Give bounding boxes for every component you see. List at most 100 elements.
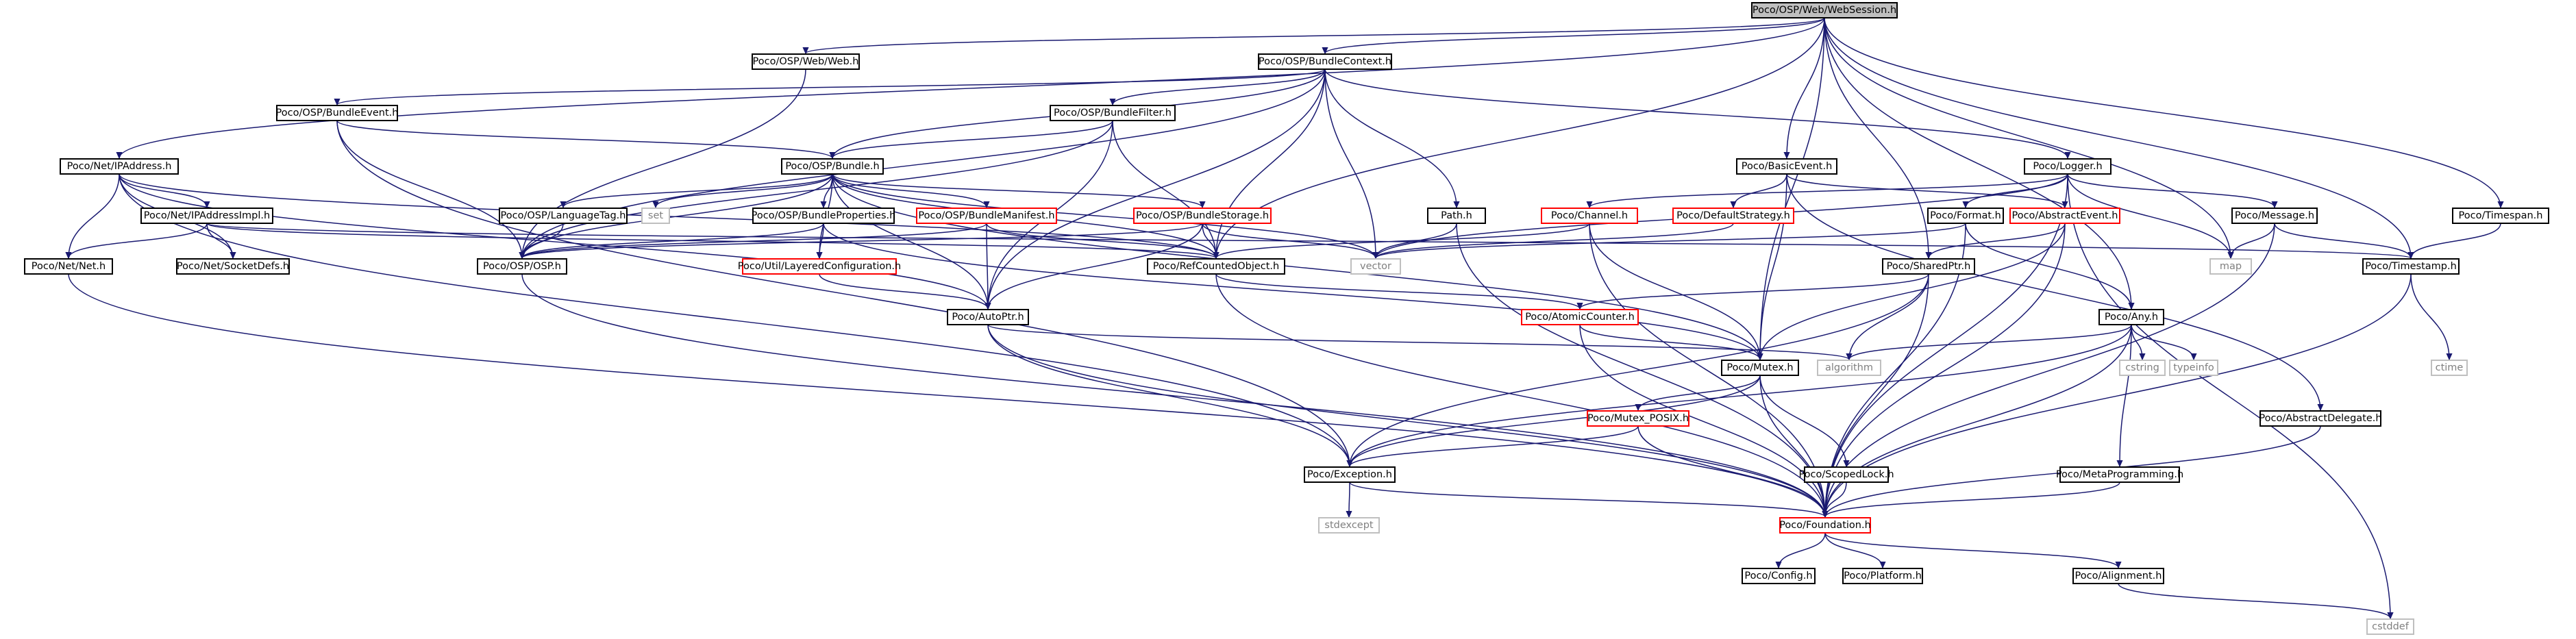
- node-poco-abstractdelegate-h[interactable]: Poco/AbstractDelegate.h: [2259, 410, 2382, 427]
- edge-n2-n18: [1324, 68, 1457, 208]
- node-poco-message-h[interactable]: Poco/Message.h: [2231, 208, 2318, 224]
- edge-n4-n24: [522, 120, 1113, 258]
- node-poco-sharedptr-h[interactable]: Poco/SharedPtr.h: [1882, 258, 1975, 275]
- node-label: Poco/Channel.h: [1551, 210, 1628, 221]
- edge-n0-n1: [806, 17, 1825, 53]
- node-poco-osp-osp-h[interactable]: Poco/OSP/OSP.h: [477, 258, 567, 275]
- edge-n8-n23: [2067, 173, 2275, 208]
- node-poco-abstractevent-h[interactable]: Poco/AbstractEvent.h: [2009, 208, 2120, 224]
- node-stdexcept[interactable]: stdexcept: [1318, 517, 1380, 534]
- node-poco-scopedlock-h[interactable]: Poco/ScopedLock.h: [1798, 466, 1894, 483]
- edge-n19-n26: [1216, 223, 1590, 258]
- node-label: Poco/Alignment.h: [2075, 571, 2162, 581]
- node-poco-platform-h[interactable]: Poco/Platform.h: [1842, 568, 1923, 584]
- node-poco-format-h[interactable]: Poco/Format.h: [1927, 208, 2004, 224]
- node-label: Poco/Exception.h: [1307, 469, 1392, 480]
- node-set[interactable]: set: [641, 208, 670, 224]
- edge-n6-n31: [832, 173, 988, 309]
- edge-n6-n17: [832, 173, 1202, 208]
- node-poco-timespan-h[interactable]: Poco/Timespan.h: [2452, 208, 2549, 224]
- node-box: [641, 208, 670, 224]
- node-ctime[interactable]: ctime: [2431, 360, 2468, 376]
- node-poco-atomiccounter-h[interactable]: Poco/AtomicCounter.h: [1521, 309, 1639, 325]
- node-box: [1742, 568, 1816, 584]
- node-map[interactable]: map: [2209, 258, 2252, 275]
- edge-n6-n13: [563, 173, 833, 208]
- node-poco-defaultstrategy-h[interactable]: Poco/DefaultStrategy.h: [1672, 208, 1794, 224]
- edge-n7-n21: [1786, 173, 2065, 208]
- node-poco-alignment-h[interactable]: Poco/Alignment.h: [2072, 568, 2164, 584]
- node-label: Poco/DefaultStrategy.h: [1676, 210, 1790, 221]
- edge-n8-n22: [1966, 173, 2068, 208]
- edge-n0-n36: [1760, 17, 1825, 360]
- node-poco-osp-bundleevent-h[interactable]: Poco/OSP/BundleEvent.h: [276, 105, 399, 121]
- edge-n10-n26: [206, 223, 1216, 258]
- edge-n4-n26: [1112, 120, 1216, 258]
- node-poco-refcountedobject-h[interactable]: Poco/RefCountedObject.h: [1147, 258, 1285, 275]
- node-poco-autoptr-h[interactable]: Poco/AutoPtr.h: [947, 309, 1029, 325]
- node-poco-channel-h[interactable]: Poco/Channel.h: [1541, 208, 1638, 224]
- edge-n22-n45: [1825, 223, 1966, 517]
- node-box: [1817, 360, 1881, 376]
- node-vector[interactable]: vector: [1350, 258, 1401, 275]
- node-box: [2209, 258, 2252, 275]
- edge-n28-n35: [1849, 273, 1929, 360]
- node-cstddef[interactable]: cstddef: [2366, 618, 2414, 635]
- edge-n2-n26: [1216, 68, 1326, 258]
- node-box: [1258, 53, 1392, 70]
- node-box: [176, 258, 290, 275]
- node-poco-net-ipaddressimpl-h[interactable]: Poco/Net/IPAddressImpl.h: [140, 208, 273, 224]
- node-box: [2452, 208, 2549, 224]
- node-label: Poco/AbstractDelegate.h: [2259, 413, 2381, 424]
- node-poco-net-ipaddress-h[interactable]: Poco/Net/IPAddress.h: [60, 158, 179, 175]
- node-typeinfo[interactable]: typeinfo: [2169, 360, 2218, 376]
- node-box: [2169, 360, 2218, 376]
- node-poco-net-socketdefs-h[interactable]: Poco/Net/SocketDefs.h: [176, 258, 290, 275]
- node-poco-osp-web-web-h[interactable]: Poco/OSP/Web/Web.h: [752, 53, 860, 70]
- edge-n45-n47: [1824, 532, 1883, 568]
- node-box: [752, 208, 895, 224]
- node-box: [1736, 158, 1837, 175]
- node-poco-mutex-h[interactable]: Poco/Mutex.h: [1721, 360, 1799, 376]
- node-label: set: [648, 210, 663, 221]
- node-poco-config-h[interactable]: Poco/Config.h: [1742, 568, 1816, 584]
- node-label: Path.h: [1441, 210, 1472, 221]
- node-poco-util-layeredconfiguration-h[interactable]: Poco/Util/LayeredConfiguration.h: [738, 258, 901, 275]
- node-label: Poco/OSP/BundleStorage.h: [1136, 210, 1269, 221]
- edge-n0-n33: [1824, 17, 2131, 309]
- node-algorithm[interactable]: algorithm: [1817, 360, 1881, 376]
- node-poco-logger-h[interactable]: Poco/Logger.h: [2024, 158, 2111, 175]
- edge-n28-n32: [1580, 273, 1929, 309]
- node-poco-mutex-posix-h[interactable]: Poco/Mutex_POSIX.h: [1587, 410, 1689, 427]
- node-poco-basicevent-h[interactable]: Poco/BasicEvent.h: [1736, 158, 1837, 175]
- edge-n5-n11: [69, 173, 120, 258]
- node-poco-osp-languagetag-h[interactable]: Poco/OSP/LanguageTag.h: [499, 208, 628, 224]
- node-box: [1521, 309, 1639, 325]
- edge-n43-n45: [1825, 481, 2120, 517]
- node-box: [2362, 258, 2460, 275]
- node-label: Poco/OSP/BundleEvent.h: [276, 108, 399, 118]
- node-poco-osp-bundlecontext-h[interactable]: Poco/OSP/BundleContext.h: [1258, 53, 1392, 70]
- node-poco-osp-bundlestorage-h[interactable]: Poco/OSP/BundleStorage.h: [1133, 208, 1272, 224]
- node-label: Poco/Util/LayeredConfiguration.h: [738, 261, 901, 272]
- node-path-h[interactable]: Path.h: [1427, 208, 1486, 224]
- node-poco-osp-web-websession-h[interactable]: Poco/OSP/Web/WebSession.h: [1751, 2, 1898, 18]
- node-poco-foundation-h[interactable]: Poco/Foundation.h: [1779, 517, 1871, 534]
- edge-n26-n32: [1215, 273, 1580, 309]
- node-poco-metaprogramming-h[interactable]: Poco/MetaProgramming.h: [2056, 466, 2183, 483]
- edge-n6-n27: [832, 173, 1376, 258]
- node-poco-osp-bundlefilter-h[interactable]: Poco/OSP/BundleFilter.h: [1050, 105, 1176, 121]
- node-poco-timestamp-h[interactable]: Poco/Timestamp.h: [2362, 258, 2460, 275]
- node-poco-exception-h[interactable]: Poco/Exception.h: [1304, 466, 1396, 483]
- node-label: Poco/AutoPtr.h: [952, 312, 1024, 323]
- edge-n0-n7: [1787, 17, 1825, 158]
- node-box: [1672, 208, 1794, 224]
- edge-n2-n31: [988, 68, 1326, 309]
- node-cstring[interactable]: cstring: [2119, 360, 2166, 376]
- node-poco-osp-bundle-h[interactable]: Poco/OSP/Bundle.h: [781, 158, 884, 175]
- node-poco-net-net-h[interactable]: Poco/Net/Net.h: [24, 258, 113, 275]
- node-label: Poco/ScopedLock.h: [1798, 469, 1894, 480]
- node-poco-osp-bundleproperties-h[interactable]: Poco/OSP/BundleProperties.h: [752, 208, 896, 224]
- node-poco-osp-bundlemanifest-h[interactable]: Poco/OSP/BundleManifest.h: [916, 208, 1057, 224]
- node-poco-any-h[interactable]: Poco/Any.h: [2098, 309, 2164, 325]
